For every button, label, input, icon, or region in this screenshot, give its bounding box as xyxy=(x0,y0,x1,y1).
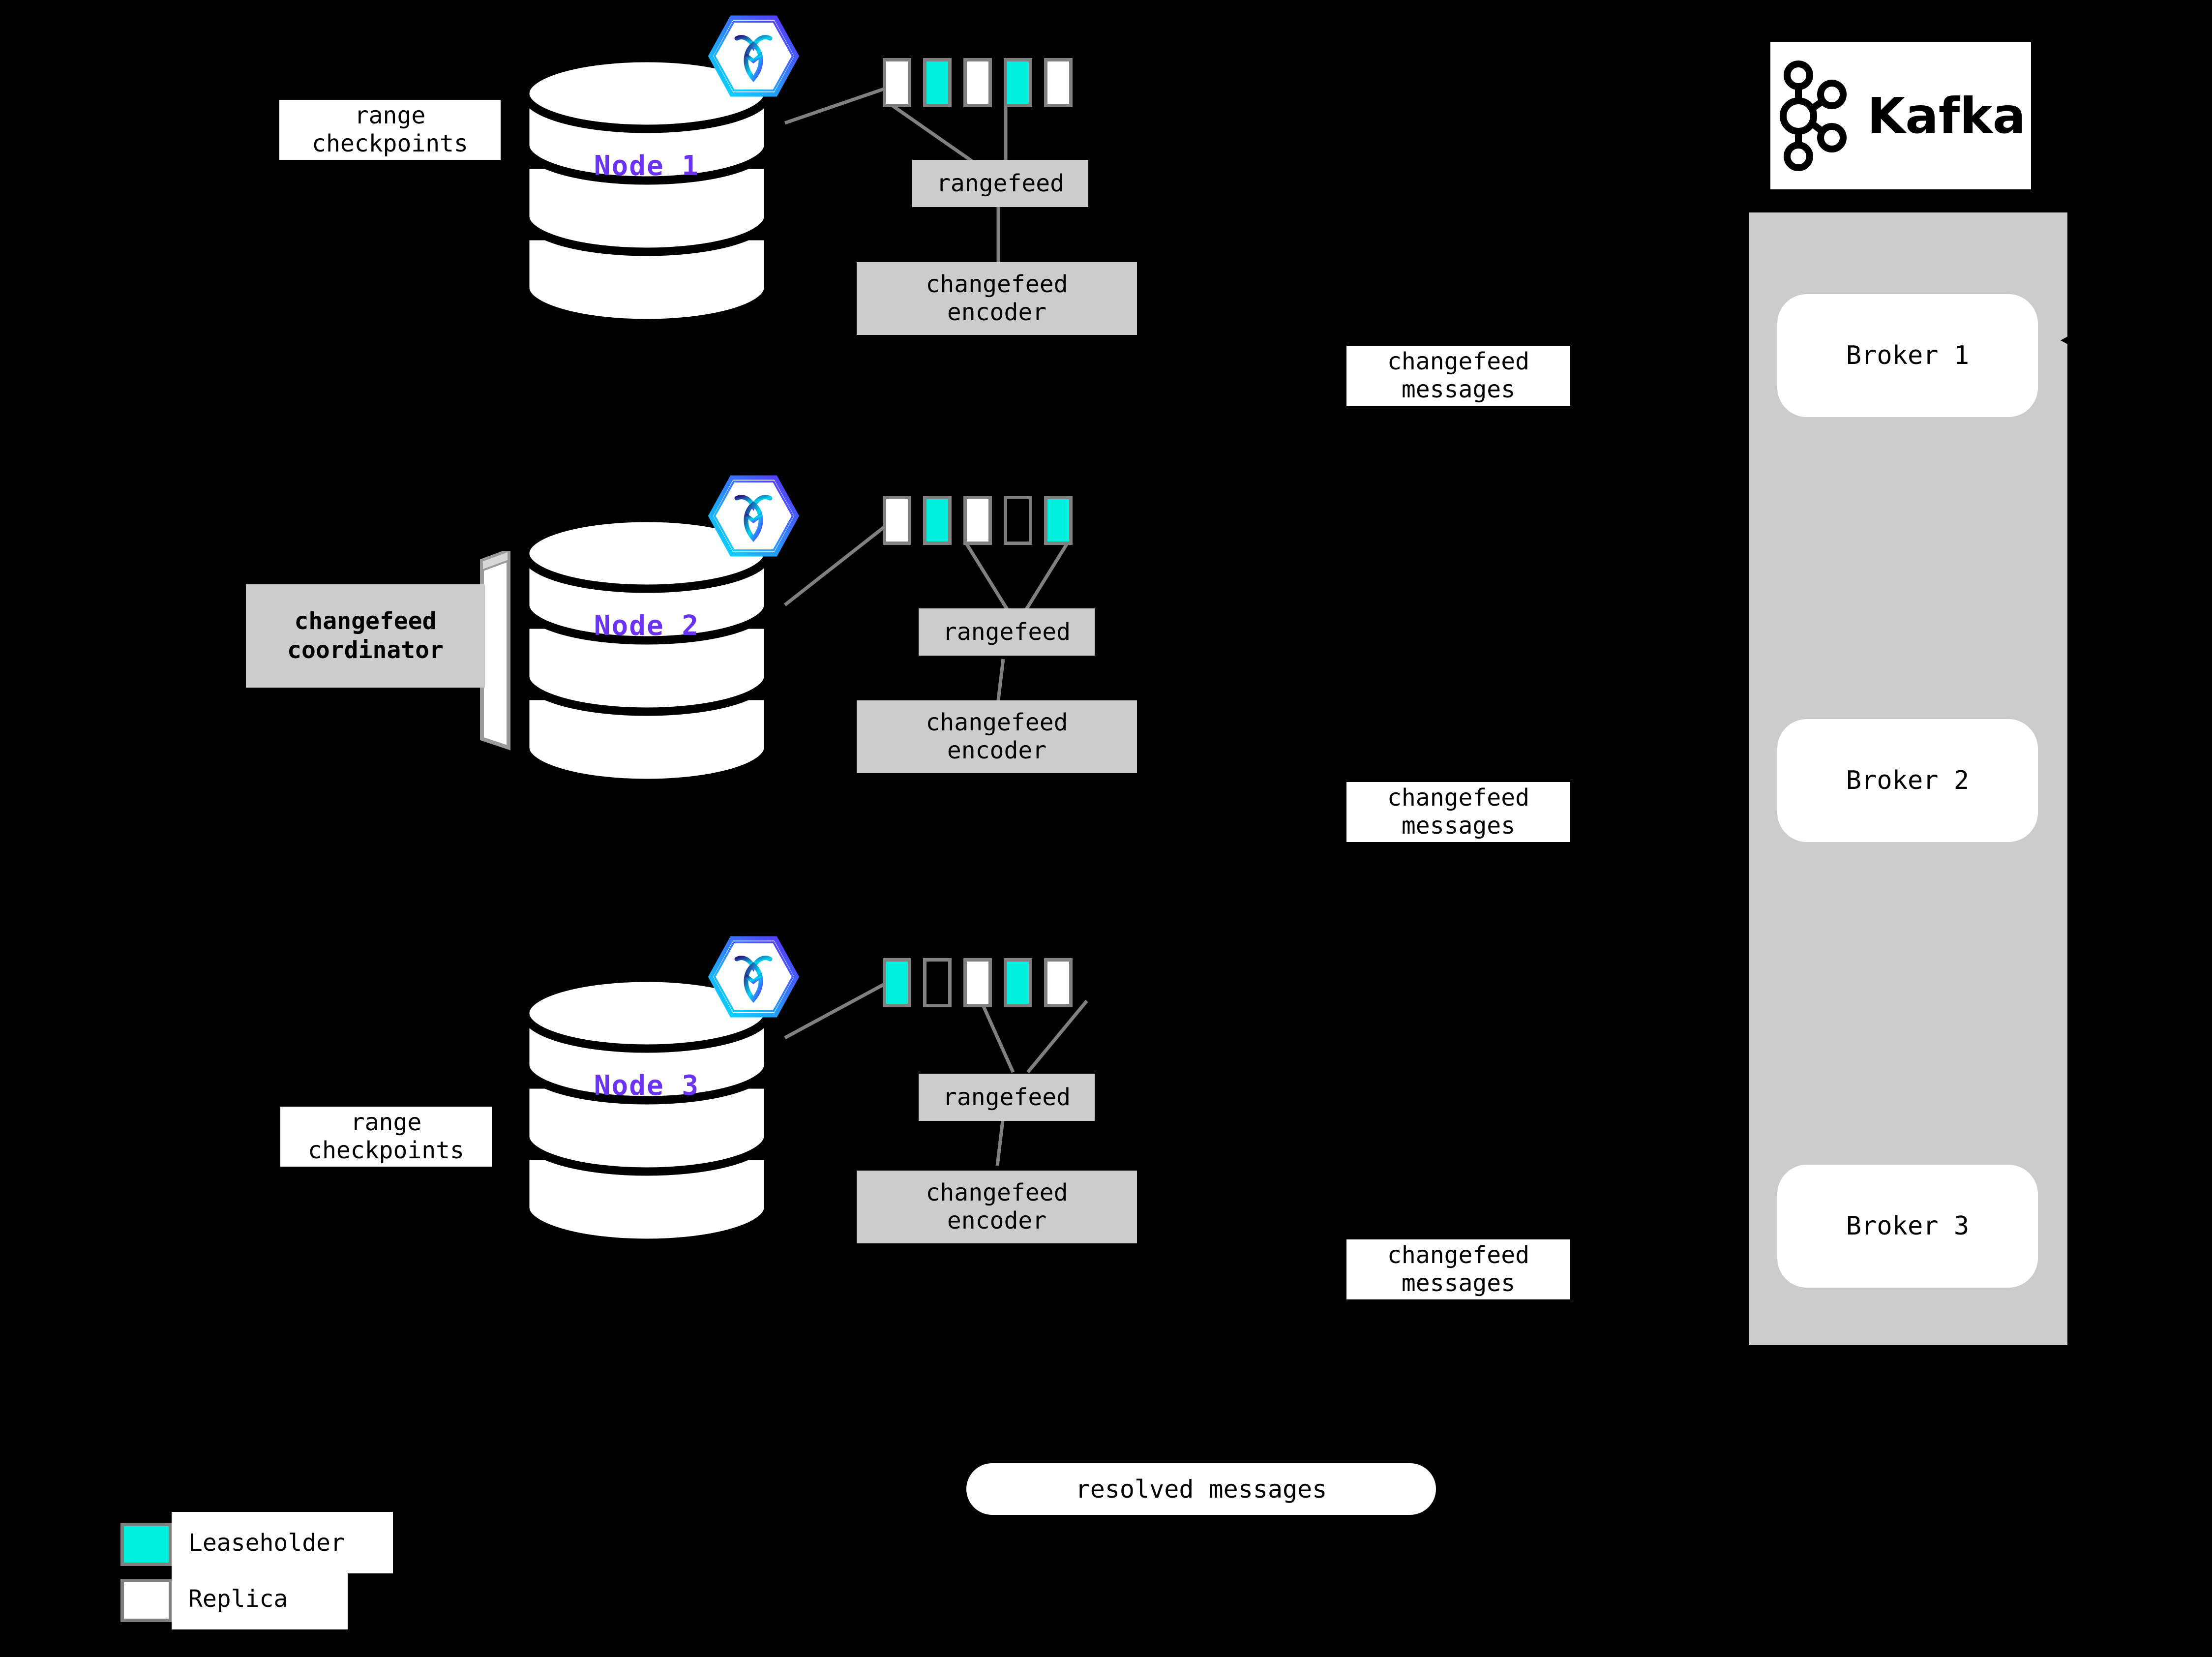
range-cell[interactable] xyxy=(1044,958,1073,1007)
legend-label-leaseholder: Leaseholder xyxy=(172,1512,393,1573)
node-1-encoder-box[interactable]: changefeed encoder xyxy=(857,262,1137,335)
range-checkpoints-line1: range xyxy=(350,1109,422,1137)
changefeed-messages-line2: messages xyxy=(1401,812,1516,840)
coordinator-label-line2: coordinator xyxy=(287,636,444,664)
broker-1-box[interactable]: Broker 1 xyxy=(1777,294,2038,417)
encoder-label-line1: changefeed xyxy=(926,271,1068,299)
node-3-rangefeed-box[interactable]: rangefeed xyxy=(919,1074,1095,1121)
encoder-label-line2: encoder xyxy=(947,299,1047,326)
legend: Leaseholder Replica xyxy=(120,1512,393,1629)
coordinator-label-line1: changefeed xyxy=(294,607,437,635)
cockroachdb-hexagon-icon xyxy=(708,14,800,98)
node-3-ranges xyxy=(883,958,1073,1007)
range-cell[interactable] xyxy=(883,58,911,107)
range-cell[interactable] xyxy=(1044,58,1073,107)
changefeed-messages-line2: messages xyxy=(1401,1269,1516,1297)
range-cell[interactable] xyxy=(963,496,992,545)
range-checkpoints-line2: checkpoints xyxy=(312,130,468,157)
cockroachdb-hexagon-icon xyxy=(708,934,800,1019)
encoder-label-line2: encoder xyxy=(947,1207,1047,1235)
changefeed-messages-line1: changefeed xyxy=(1387,348,1529,376)
kafka-logo-panel: Kafka xyxy=(1770,42,2031,189)
range-cell[interactable] xyxy=(1004,58,1032,107)
encoder-label-line2: encoder xyxy=(947,737,1047,764)
node-2-changefeed-messages-label: changefeed messages xyxy=(1346,782,1570,842)
node-3-cylinder: Node 3 xyxy=(516,949,777,1247)
range-cell[interactable] xyxy=(923,496,952,545)
node-1-ranges xyxy=(883,58,1073,107)
broker-label: Broker 2 xyxy=(1846,766,1970,795)
resolved-messages-pill: resolved messages xyxy=(966,1463,1436,1515)
range-cell[interactable] xyxy=(1004,496,1032,545)
range-cell[interactable] xyxy=(923,958,952,1007)
range-cell[interactable] xyxy=(963,58,992,107)
broker-3-box[interactable]: Broker 3 xyxy=(1777,1165,2038,1288)
range-cell[interactable] xyxy=(1004,958,1032,1007)
legend-label-replica: Replica xyxy=(172,1568,348,1629)
node-1-rangefeed-box[interactable]: rangefeed xyxy=(912,160,1088,207)
changefeed-messages-line1: changefeed xyxy=(1387,1241,1529,1269)
kafka-nodes-icon xyxy=(1779,60,1847,171)
node-2-rangefeed-box[interactable]: rangefeed xyxy=(919,608,1095,656)
range-cell[interactable] xyxy=(1044,496,1073,545)
node-1-cylinder: Node 1 xyxy=(516,30,777,328)
node-3-encoder-box[interactable]: changefeed encoder xyxy=(857,1171,1137,1243)
legend-item-replica: Replica xyxy=(120,1568,393,1629)
changefeed-coordinator-box[interactable]: changefeed coordinator xyxy=(246,584,485,688)
range-cell[interactable] xyxy=(963,958,992,1007)
node-3-label: Node 3 xyxy=(594,1070,700,1102)
broker-2-box[interactable]: Broker 2 xyxy=(1777,719,2038,842)
legend-swatch-leaseholder xyxy=(120,1522,172,1566)
kafka-logo-text: Kafka xyxy=(1867,87,2026,145)
rangefeed-label: rangefeed xyxy=(942,618,1071,646)
cockroachdb-hexagon-icon xyxy=(708,474,800,558)
encoder-label-line1: changefeed xyxy=(926,709,1068,737)
node-2-label: Node 2 xyxy=(594,610,700,642)
kafka-inbound-arrow-icon xyxy=(2061,330,2080,351)
rangefeed-label: rangefeed xyxy=(936,169,1065,197)
resolved-messages-label: resolved messages xyxy=(1075,1475,1327,1504)
changefeed-messages-line2: messages xyxy=(1401,376,1516,403)
broker-label: Broker 3 xyxy=(1846,1211,1970,1241)
range-checkpoints-line1: range xyxy=(354,102,426,130)
range-checkpoints-line2: checkpoints xyxy=(308,1137,464,1164)
node-1-changefeed-messages-label: changefeed messages xyxy=(1346,346,1570,406)
legend-swatch-replica xyxy=(120,1578,172,1622)
node-2-ranges xyxy=(883,496,1073,545)
range-cell[interactable] xyxy=(883,958,911,1007)
legend-item-leaseholder: Leaseholder xyxy=(120,1512,393,1573)
node-1-range-checkpoints-label: range checkpoints xyxy=(279,100,501,160)
encoder-label-line1: changefeed xyxy=(926,1179,1068,1207)
rangefeed-label: rangefeed xyxy=(942,1083,1071,1111)
range-cell[interactable] xyxy=(923,58,952,107)
node-3-changefeed-messages-label: changefeed messages xyxy=(1346,1239,1570,1299)
changefeed-coordinator-callout[interactable]: changefeed coordinator xyxy=(246,551,521,751)
node-3-range-checkpoints-label: range checkpoints xyxy=(280,1107,492,1167)
range-cell[interactable] xyxy=(883,496,911,545)
node-2-encoder-box[interactable]: changefeed encoder xyxy=(857,700,1137,773)
broker-label: Broker 1 xyxy=(1846,341,1970,370)
changefeed-messages-line1: changefeed xyxy=(1387,784,1529,812)
node-1-label: Node 1 xyxy=(594,150,700,182)
